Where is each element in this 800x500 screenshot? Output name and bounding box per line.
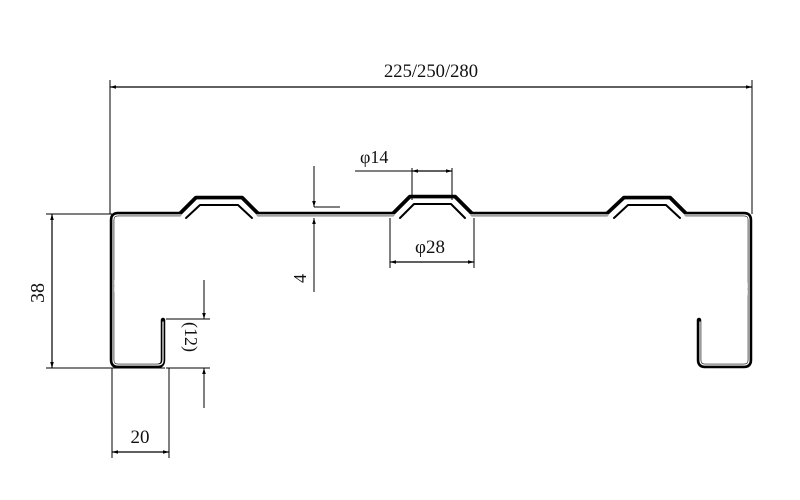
hole-outer-diameter-label: φ28 [415,237,445,258]
overall-width-label: 225/250/280 [384,61,478,82]
dimension-flange-width [111,368,170,458]
dimension-rib-height [312,166,340,292]
channel-profile [109,194,753,369]
profile-inner-line [112,198,750,366]
flange-width-label: 20 [131,427,150,448]
dimension-profile-height [46,213,165,369]
dimension-lip-height [166,280,210,408]
rib-right-inner [613,204,681,219]
dimension-hole-inner [355,168,453,200]
dimension-overall-width [109,80,753,214]
profile-outer-line [109,194,753,369]
lip-height-label: (12) [180,322,201,352]
dimension-hole-outer [389,218,475,268]
rib-center-inner [399,203,466,219]
hole-inner-diameter-label: φ14 [360,147,388,167]
rib-height-label: 4 [290,274,310,283]
break-marks [114,217,748,296]
profile-height-label: 38 [27,283,49,303]
rib-left-inner [185,204,253,219]
